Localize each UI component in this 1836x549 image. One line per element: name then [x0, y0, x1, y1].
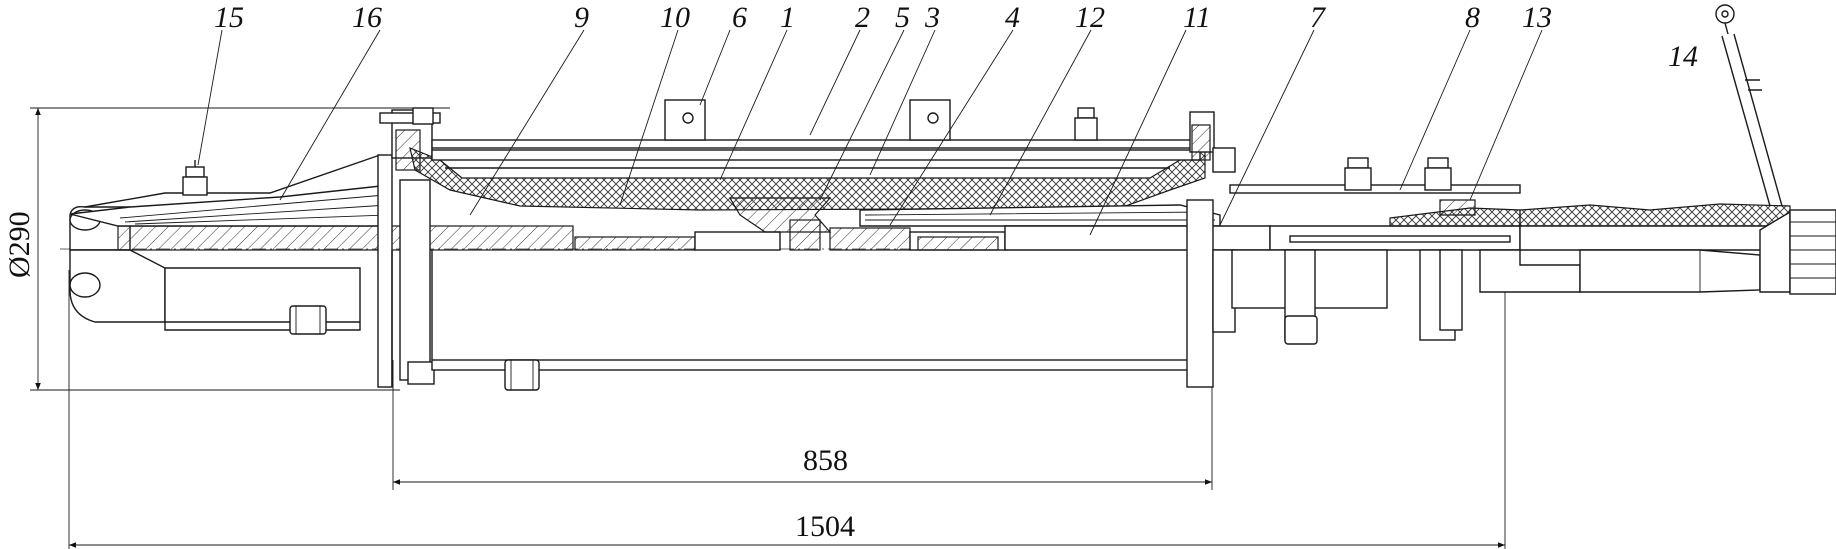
nut-bottom-right — [1284, 315, 1318, 345]
left-flange — [377, 107, 441, 388]
valve-middle — [1074, 107, 1098, 141]
nut-left — [289, 305, 327, 335]
label-10: 10 — [660, 1, 690, 34]
label-8: 8 — [1465, 1, 1480, 34]
dimension-diameter — [30, 107, 450, 391]
dimension-1504 — [68, 270, 1506, 549]
label-5: 5 — [895, 1, 910, 34]
label-15: 15 — [214, 1, 244, 34]
main-housing — [409, 139, 1208, 371]
label-13: 13 — [1522, 1, 1552, 34]
leader-lines — [197, 29, 1543, 236]
label-7: 7 — [1310, 1, 1327, 34]
position-labels: 15 16 9 10 6 1 2 5 3 4 12 11 7 8 13 14 — [214, 1, 1698, 73]
valve-8 — [1344, 157, 1372, 191]
valve-15 — [182, 160, 208, 196]
label-2: 2 — [855, 1, 870, 34]
label-14: 14 — [1668, 40, 1698, 73]
label-12: 12 — [1075, 1, 1105, 34]
nut-bottom-middle — [504, 359, 540, 391]
label-11: 11 — [1183, 1, 1211, 34]
stress-cone-left — [69, 184, 391, 227]
dimension-text-diameter: Ø290 — [3, 211, 36, 278]
label-16: 16 — [352, 1, 382, 34]
right-flange — [1186, 111, 1236, 388]
right-sleeve — [1229, 184, 1521, 341]
valve-13 — [1424, 157, 1476, 216]
dimension-text-858: 858 — [803, 444, 848, 477]
label-6: 6 — [732, 1, 747, 34]
conductor-sleeve — [117, 225, 574, 251]
connector-assembly — [574, 197, 1271, 251]
grounding-lead-14 — [1715, 4, 1783, 207]
dimension-text-1504: 1504 — [795, 510, 855, 543]
label-9: 9 — [574, 1, 589, 34]
label-4: 4 — [1005, 1, 1020, 34]
label-1: 1 — [780, 1, 795, 34]
left-housing-shell — [84, 154, 381, 208]
lug-6 — [664, 99, 951, 141]
label-3: 3 — [924, 1, 940, 34]
right-cable-end — [1479, 203, 1836, 295]
